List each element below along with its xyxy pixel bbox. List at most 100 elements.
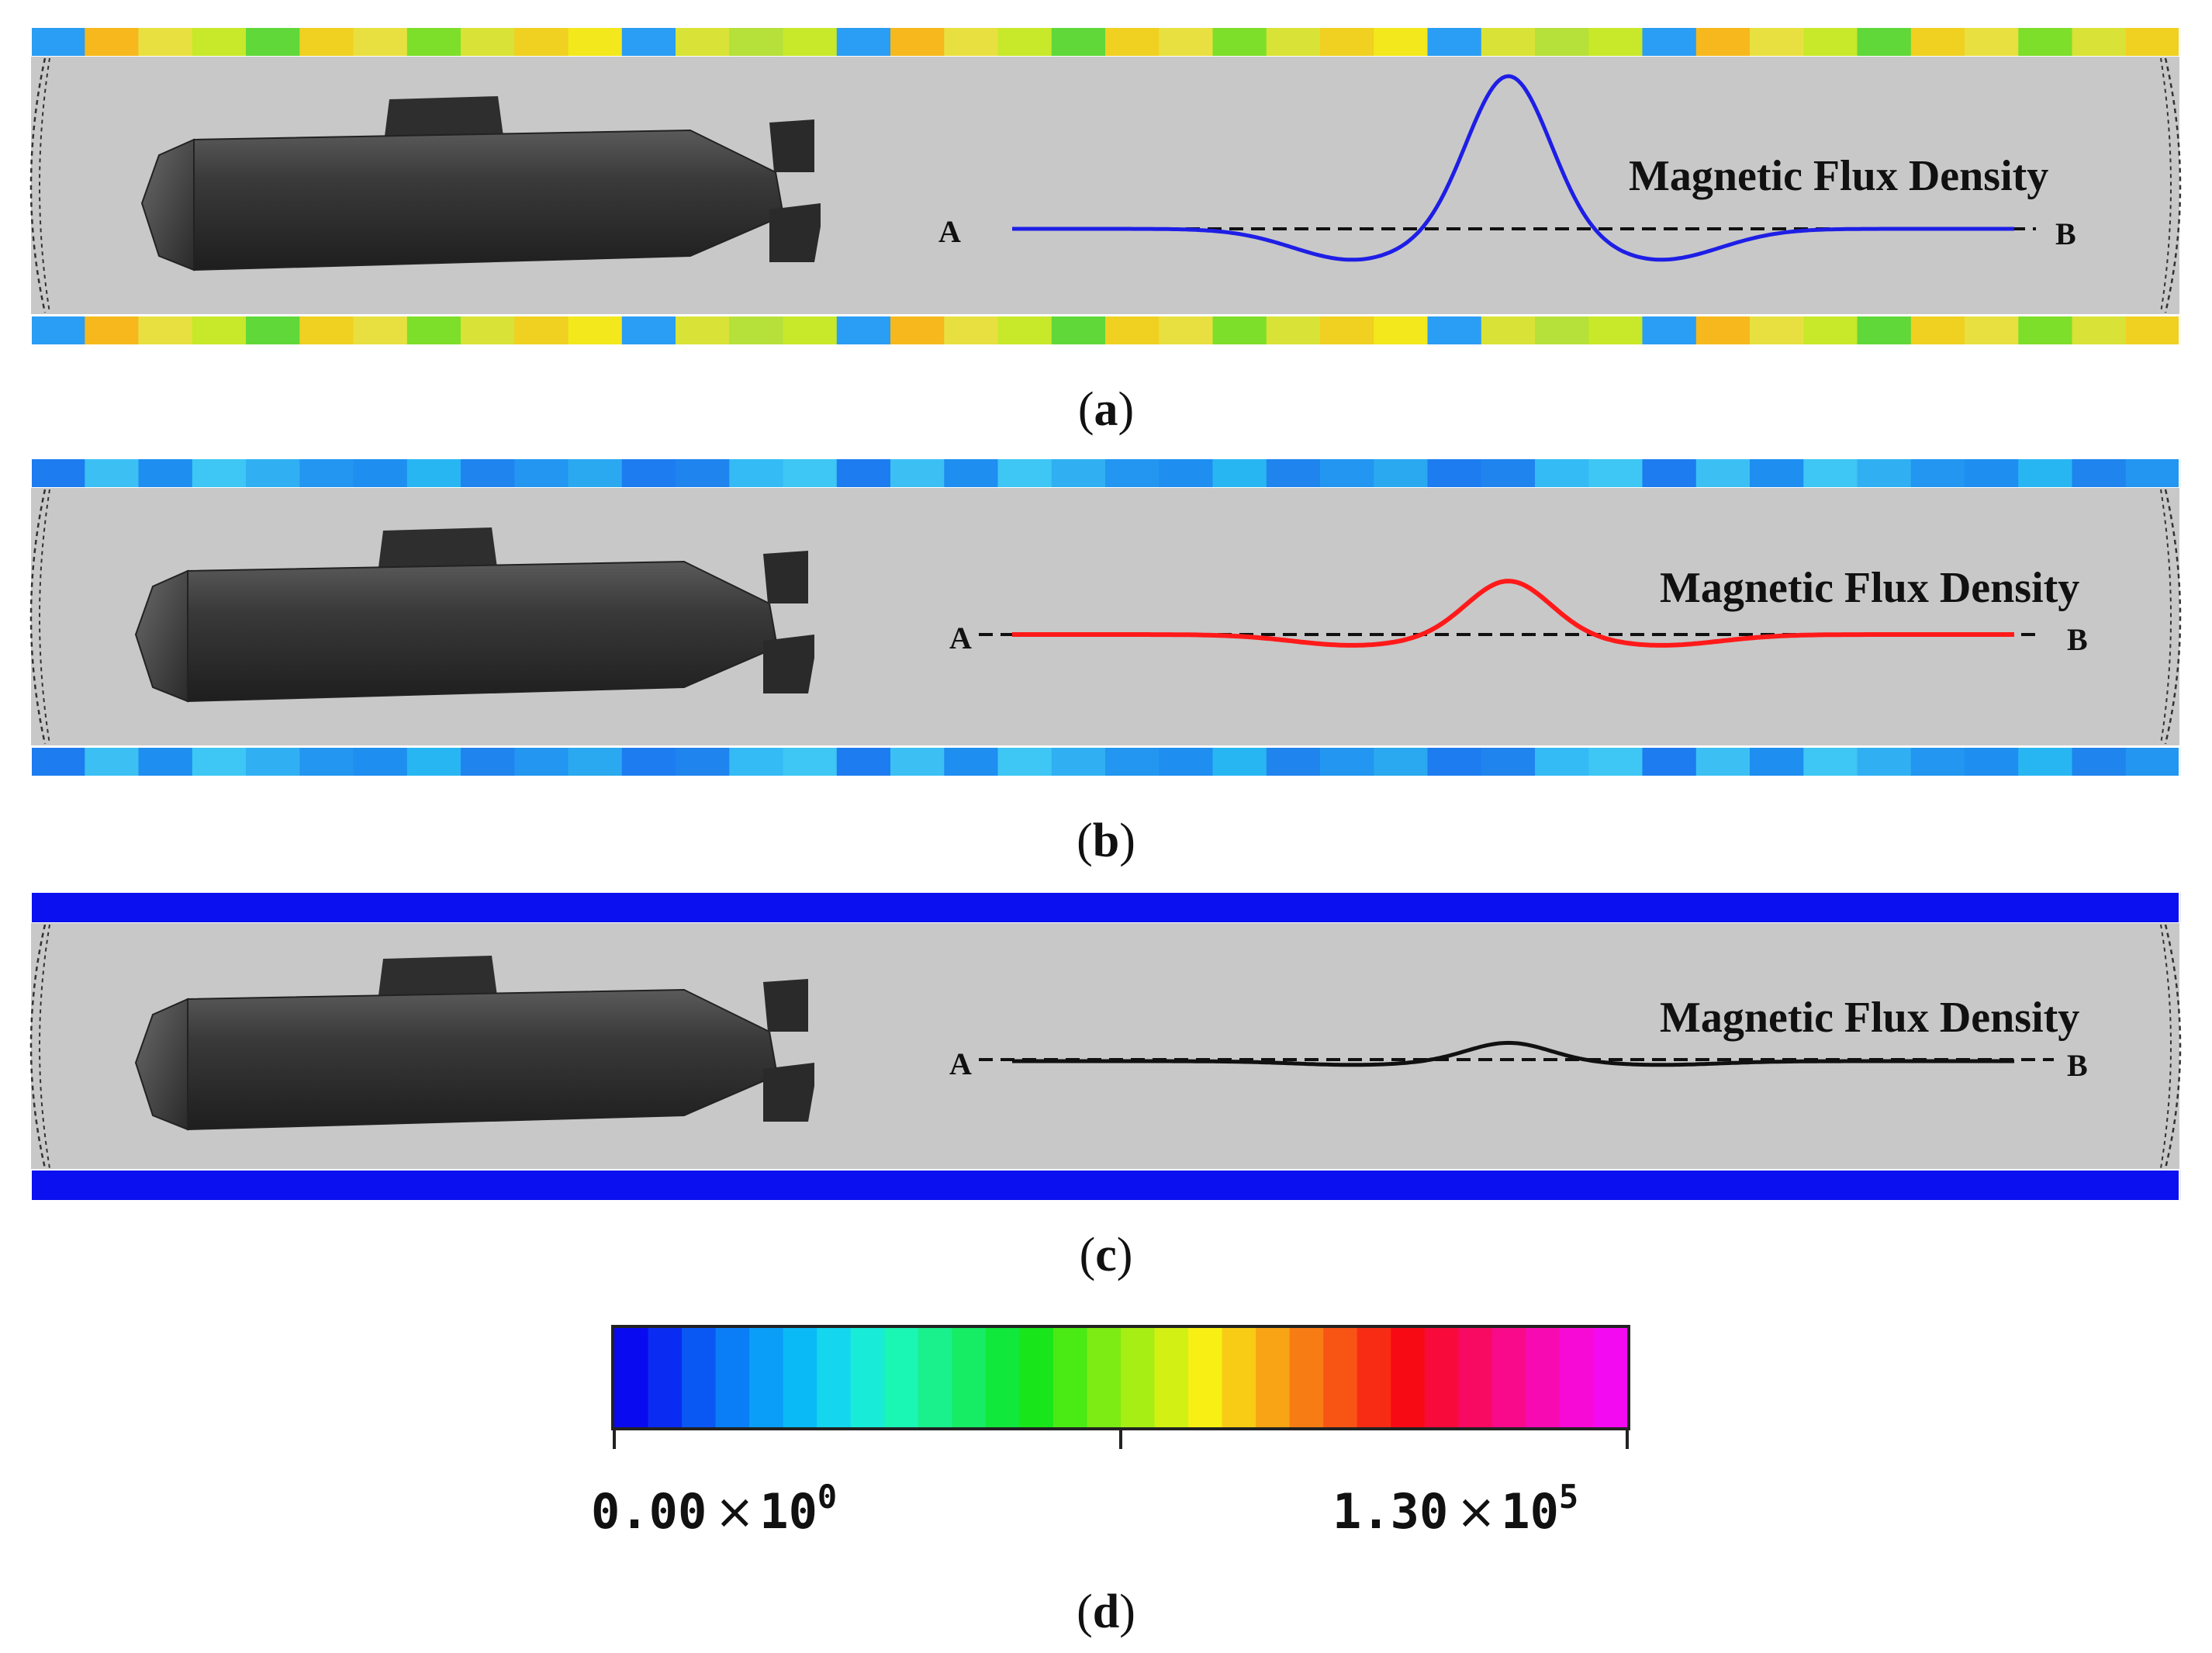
band-cell	[1803, 316, 1858, 345]
band-cell	[1750, 1170, 1805, 1201]
band-cell	[836, 316, 892, 345]
band-cell	[299, 27, 354, 57]
band-cell	[1427, 892, 1482, 923]
band-cell	[890, 458, 945, 488]
band-cell	[676, 892, 731, 923]
band-cell	[729, 1170, 784, 1201]
band-cell	[1750, 316, 1805, 345]
band-cell	[2072, 747, 2127, 776]
band-cell	[944, 1170, 999, 1201]
band-cell	[1320, 27, 1375, 57]
band-cell	[1642, 892, 1697, 923]
band-cell	[621, 27, 677, 57]
band-cell	[783, 1170, 838, 1201]
band-cell	[729, 27, 784, 57]
band-cell	[1642, 27, 1697, 57]
band-cell	[406, 27, 462, 57]
flux-density-curve	[1012, 579, 2014, 648]
band-cell	[1481, 892, 1536, 923]
band-cell	[1695, 892, 1751, 923]
curve-label: Magnetic Flux Density	[1660, 994, 2079, 1042]
band-cell	[1803, 458, 1858, 488]
colorbar-cell	[1593, 1328, 1628, 1427]
band-cell	[1803, 747, 1858, 776]
colorbar-cell	[817, 1328, 852, 1427]
band-cell	[676, 27, 731, 57]
band-cell	[783, 747, 838, 776]
colorbar-cell	[749, 1328, 784, 1427]
band-cell	[568, 316, 623, 345]
band-cell	[1481, 458, 1536, 488]
band-cell	[1427, 316, 1482, 345]
colorbar-cell	[1256, 1328, 1291, 1427]
band-cell	[1266, 27, 1322, 57]
band-cell	[568, 747, 623, 776]
band-cell	[890, 747, 945, 776]
band-cell	[997, 27, 1052, 57]
band-cell	[1320, 1170, 1375, 1201]
band-cell	[1642, 1170, 1697, 1201]
right-end-cap-inner	[2160, 489, 2172, 745]
colorbar-min-label: 0.00×100	[591, 1478, 837, 1540]
band-cell	[1266, 458, 1322, 488]
band-cell	[1750, 747, 1805, 776]
band-cell	[1535, 747, 1590, 776]
submarine-fin-upper	[769, 119, 814, 172]
band-cell	[138, 27, 193, 57]
band-cell	[1320, 458, 1375, 488]
band-cell	[1588, 892, 1643, 923]
band-cell	[1427, 747, 1482, 776]
band-cell	[1374, 1170, 1429, 1201]
band-cell	[836, 458, 892, 488]
band-cell	[1965, 892, 2020, 923]
band-cell	[1212, 1170, 1267, 1201]
band-cell	[299, 747, 354, 776]
band-cell	[246, 892, 301, 923]
band-edge	[30, 1169, 2180, 1202]
band-cell	[997, 316, 1052, 345]
left-end-cap-inner	[39, 924, 50, 1169]
point-b-label: B	[2055, 216, 2076, 251]
colorbar-cell	[884, 1328, 919, 1427]
band-cell	[192, 892, 247, 923]
panel-c: A B Magnetic Flux Density (c)	[29, 891, 2182, 1281]
band-cell	[514, 1170, 569, 1201]
band-cell	[514, 316, 569, 345]
submarine-fin-lower	[763, 1063, 814, 1122]
band-cell	[353, 747, 408, 776]
band-cell	[406, 458, 462, 488]
band-cell	[1857, 27, 1912, 57]
band-cell	[1857, 747, 1912, 776]
band-cell	[836, 27, 892, 57]
panel-caption: (a)	[1078, 383, 1134, 436]
flux-density-curve	[1012, 1040, 2014, 1067]
submarine-nose	[134, 569, 188, 703]
band-cell	[1051, 316, 1107, 345]
band-cell	[2125, 747, 2181, 776]
band-cell	[514, 458, 569, 488]
band-cell	[1051, 27, 1107, 57]
band-cell	[1320, 892, 1375, 923]
band-cell	[944, 27, 999, 57]
band-cell	[138, 747, 193, 776]
band-cell	[1965, 27, 2020, 57]
band-cell	[568, 27, 623, 57]
band-cell	[1105, 316, 1160, 345]
band-cell	[2018, 747, 2073, 776]
band-cell	[890, 27, 945, 57]
band-cell	[890, 892, 945, 923]
band-cell	[299, 1170, 354, 1201]
band-cell	[353, 892, 408, 923]
band-cell	[138, 458, 193, 488]
colorbar-cell	[1052, 1328, 1088, 1427]
band-cell	[138, 316, 193, 345]
band-cell	[568, 458, 623, 488]
point-b-label: B	[2067, 622, 2088, 657]
band-cell	[944, 747, 999, 776]
colorbar-cell	[1357, 1328, 1391, 1427]
colorbar-cell	[783, 1328, 817, 1427]
band-cell	[406, 892, 462, 923]
colorbar-cell	[952, 1328, 987, 1427]
band-cell	[1159, 747, 1214, 776]
submarine-hull	[193, 129, 785, 271]
